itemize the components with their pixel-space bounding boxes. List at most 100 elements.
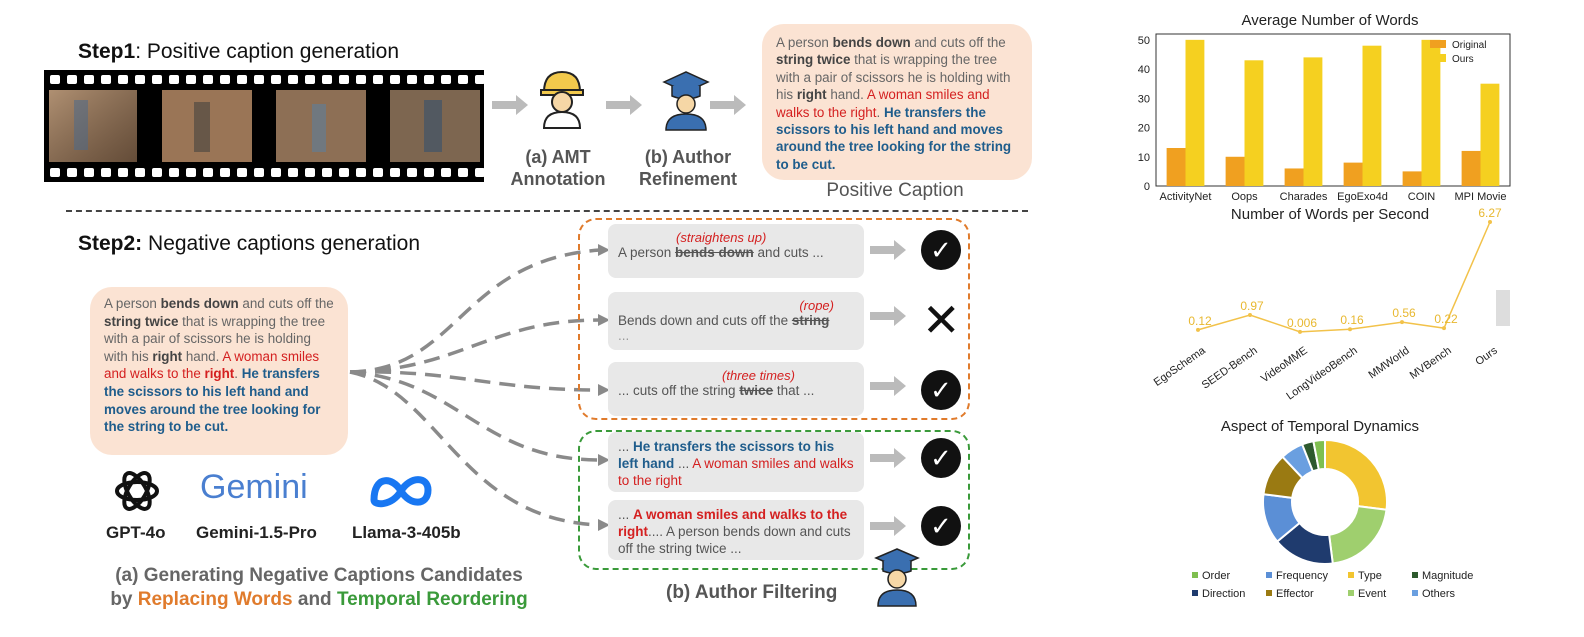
check-icon: ✓ [921,438,961,478]
worker-icon [540,70,584,129]
film-hole [237,168,247,177]
x-tick-label: MMWorld [1366,345,1411,382]
film-hole [50,168,60,177]
legend-label: Order [1202,570,1230,582]
x-tick-label: Charades [1280,191,1328,203]
legend-swatch [1430,54,1446,62]
film-hole [118,75,128,84]
film-hole [407,75,417,84]
y-tick-label: 40 [1138,64,1150,76]
legend-swatch [1430,40,1446,48]
check-icon: ✓ [921,506,961,546]
y-tick-label: 10 [1138,152,1150,164]
y-tick-label: 0 [1144,181,1150,193]
candidate-hint: (straightens up) [676,230,767,245]
film-hole [424,168,434,177]
x-tick-label: COIN [1408,191,1436,203]
legend-label: Direction [1202,588,1245,600]
pie-slice-event [1328,505,1388,565]
line-point [1488,220,1492,224]
x-tick-label: SEED-Bench [1200,345,1260,392]
film-hole [441,168,451,177]
model-label-gemini: Gemini-1.5-Pro [196,523,317,542]
legend-swatch [1348,590,1354,596]
line-point [1196,327,1200,332]
pie-chart-title: Aspect of Temporal Dynamics [1220,418,1420,435]
film-hole [186,75,196,84]
film-hole [339,75,349,84]
x-tick-label: ActivityNet [1160,191,1212,203]
line-point [1248,312,1252,317]
legend-label: Original [1452,40,1486,51]
step1-prefix: Step1 [78,40,136,63]
film-hole [407,168,417,177]
film-hole [458,75,468,84]
pie-slice-type [1324,438,1388,511]
film-hole [254,75,264,84]
data-label: 0.006 [1287,316,1317,330]
author-line1: (b) Author [644,147,732,167]
amt-line1: (a) AMT [525,147,591,167]
bar-ours [1362,45,1382,186]
legend-swatch [1348,572,1354,578]
video-filmstrip [44,70,485,182]
bar-ours [1421,39,1441,186]
source-caption-box: A person bends down and cuts off the str… [90,287,348,455]
step1-text: : Positive caption generation [135,40,400,63]
film-hole [373,75,383,84]
check-icon: ✓ [921,230,961,270]
film-hole [169,168,179,177]
legend-label: Type [1358,570,1382,582]
legend-swatch [1412,572,1418,578]
x-tick-label: EgoExo4d [1337,191,1388,203]
model-label-llama: Llama-3-405b [352,523,461,542]
caption-b: (b) Author Filtering [666,582,838,603]
film-hole [118,168,128,177]
temporal-reordering-group [578,430,970,570]
meta-logo-icon [370,476,432,508]
legend-label: Frequency [1276,570,1328,582]
author-graduate-icon [662,71,710,131]
legend-label: Event [1358,588,1386,600]
legend-swatch [1192,572,1198,578]
caption-a: (a) Generating Negative Captions Candida… [84,564,554,612]
legend-swatch [1412,590,1418,596]
film-hole [186,168,196,177]
pie-chart [1262,438,1388,565]
step1-title: Step1: Positive caption generation [78,40,399,64]
film-hole [203,168,213,177]
bar-original [1166,148,1186,186]
step1-arrows [492,95,746,115]
candidate-hint: (three times) [722,368,795,383]
film-hole [67,168,77,177]
bar-original [1225,156,1245,186]
film-hole [135,75,145,84]
film-hole [254,168,264,177]
line-point [1298,329,1302,334]
candidate-4: ... He transfers the scissors to his lef… [608,432,864,492]
data-label: 0.56 [1392,306,1416,320]
film-hole [424,75,434,84]
y-tick-label: 50 [1138,35,1150,47]
candidate-5: ... A woman smiles and walks to the righ… [608,500,864,560]
bar-original [1402,171,1422,186]
film-hole [220,168,230,177]
step-separator [66,210,1028,212]
amt-annotation-label: (a) AMT Annotation [496,146,620,190]
data-label: 0.12 [1188,314,1212,328]
film-hole [152,75,162,84]
film-hole [288,75,298,84]
bar-ours [1303,57,1323,186]
film-hole [390,75,400,84]
scrollbar-handle[interactable] [1496,290,1510,326]
candidate-2: (rope) Bends down and cuts off the strin… [608,292,864,350]
bar-ours [1480,83,1500,186]
bar-ours [1244,60,1264,186]
model-label-gpt: GPT-4o [106,523,166,542]
bar-original [1461,150,1481,186]
film-hole [135,168,145,177]
film-hole [373,168,383,177]
author-graduate-icon [874,548,920,607]
legend-label: Magnitude [1422,570,1473,582]
film-hole [67,75,77,84]
